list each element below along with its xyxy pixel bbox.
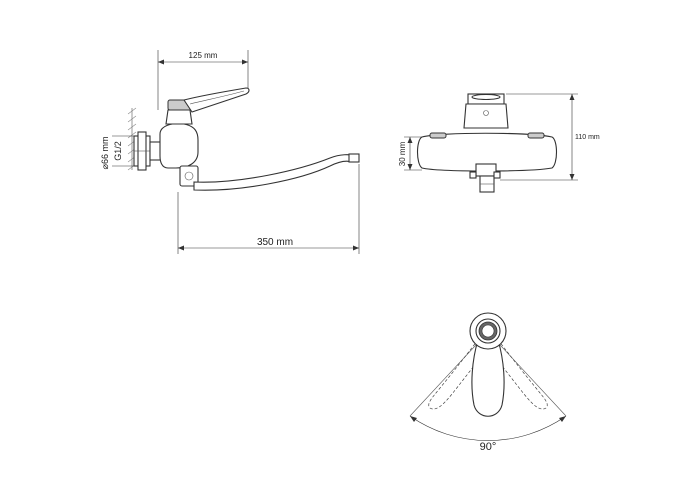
dimension-spout-length-label: 350 mm — [257, 237, 293, 248]
wall-hatch — [127, 107, 137, 171]
dimension-body-height-label: 30 mm — [398, 141, 407, 166]
dimension-spout-length — [177, 164, 360, 254]
spout-nut — [179, 165, 199, 187]
rotation-angle-label: 90° — [480, 441, 497, 453]
spout-nut-front — [475, 163, 497, 177]
dimension-depth — [157, 50, 249, 110]
dimension-height-label: 110 mm — [575, 134, 600, 141]
dimension-height — [500, 93, 578, 181]
dimension-body-height — [404, 136, 422, 171]
mixer-body-front — [416, 132, 558, 172]
mixer-body — [159, 122, 199, 169]
thread-label: G1/2 — [113, 141, 123, 161]
side-view: 125 mm 350 mm ⌀66 mm G1/2 — [100, 50, 360, 254]
spout — [193, 154, 359, 191]
dimension-depth-label: 125 mm — [189, 51, 218, 60]
front-view: 110 mm 30 mm — [398, 93, 600, 193]
rotation-arc — [409, 415, 567, 441]
top-view — [409, 312, 567, 441]
dimension-flange-diameter-label: ⌀66 mm — [100, 137, 110, 170]
lever-handle — [183, 87, 250, 113]
handle-position-center — [471, 339, 505, 417]
dimension-flange-diameter — [112, 135, 134, 167]
